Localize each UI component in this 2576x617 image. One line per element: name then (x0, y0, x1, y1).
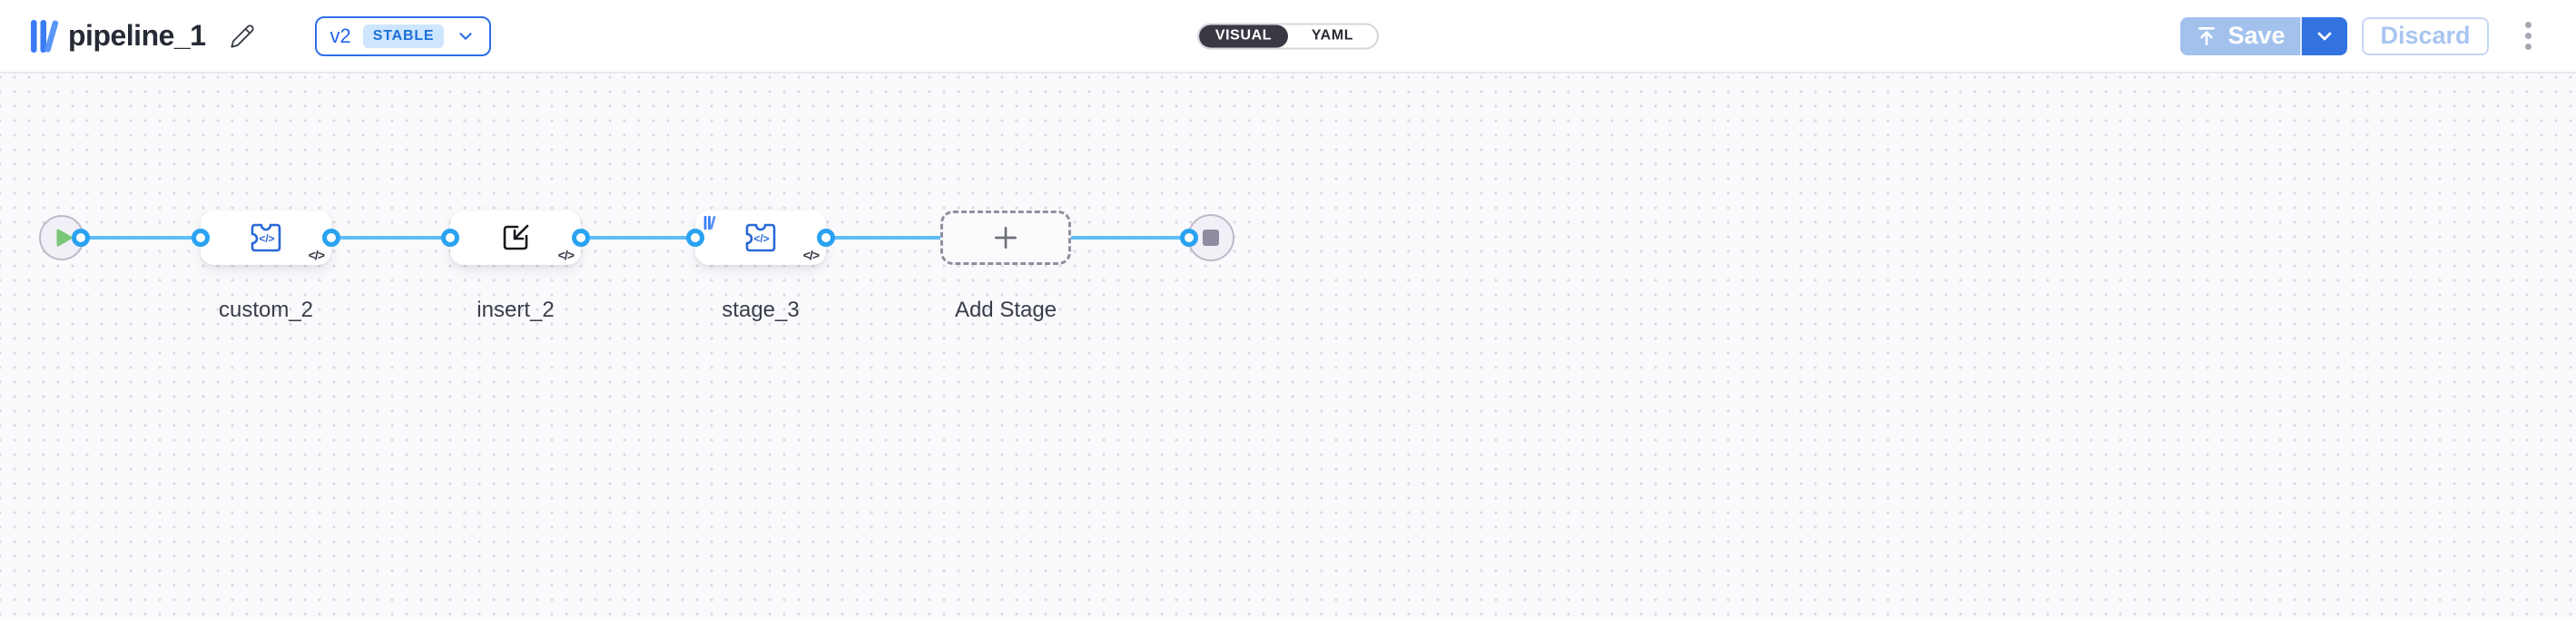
more-options-icon (2524, 22, 2532, 28)
edge-addstage-end[interactable] (1071, 236, 1189, 240)
play-icon (56, 229, 72, 247)
import-icon (503, 224, 529, 250)
node-label-add-stage: Add Stage (954, 298, 1057, 322)
tab-yaml[interactable]: YAML (1288, 24, 1377, 47)
port-start-out[interactable] (72, 229, 90, 247)
node-label-custom_2: custom_2 (218, 298, 314, 322)
add-stage-button[interactable] (940, 211, 1071, 265)
port-stage3-in[interactable] (686, 229, 704, 247)
code-badge: </> (308, 248, 325, 262)
pipeline-canvas[interactable]: </> </> </> </> </> (0, 73, 2576, 617)
tab-visual[interactable]: VISUAL (1199, 24, 1288, 47)
edge-stage3-addstage[interactable] (826, 236, 940, 240)
port-stage3-out[interactable] (817, 229, 835, 247)
version-status-badge: STABLE (362, 24, 445, 48)
save-button-label: Save (2227, 22, 2286, 49)
stop-icon (1203, 230, 1219, 246)
save-button[interactable]: Save (2180, 16, 2300, 55)
node-custom_2[interactable]: </> </> (201, 211, 331, 265)
edge-start-custom2[interactable] (81, 236, 201, 240)
discard-button[interactable]: Discard (2362, 16, 2489, 55)
edge-custom2-insert2[interactable] (331, 236, 450, 240)
svg-text:</>: </> (259, 232, 274, 245)
save-split-button: Save (2180, 16, 2347, 55)
more-options-button[interactable] (2512, 17, 2543, 55)
puzzle-code-icon: </> (251, 223, 281, 252)
page-title: pipeline_1 (68, 19, 206, 52)
upload-icon (2198, 26, 2216, 45)
chevron-down-icon (459, 32, 472, 40)
stage-logo-badge-icon (703, 215, 716, 230)
edge-insert2-stage3[interactable] (581, 236, 695, 240)
node-label-insert_2: insert_2 (477, 298, 555, 322)
svg-text:</>: </> (753, 232, 769, 245)
save-dropdown-button[interactable] (2300, 16, 2347, 55)
app-logo-icon (31, 19, 59, 53)
chevron-down-icon (2317, 32, 2332, 40)
version-label: v2 (329, 24, 351, 47)
port-insert2-out[interactable] (572, 229, 590, 247)
node-label-stage_3: stage_3 (722, 298, 800, 322)
plus-icon (995, 227, 1017, 249)
code-badge: </> (802, 248, 820, 262)
code-badge: </> (557, 248, 575, 262)
header-left: pipeline_1 v2 STABLE (0, 15, 492, 56)
version-selector[interactable]: v2 STABLE (314, 15, 492, 56)
port-custom2-in[interactable] (192, 229, 210, 247)
port-end-in[interactable] (1180, 229, 1198, 247)
edit-title-button[interactable] (228, 22, 257, 51)
header-actions: Save Discard (2180, 16, 2576, 55)
header-bar: pipeline_1 v2 STABLE VISUAL YAML (0, 0, 2576, 73)
port-insert2-in[interactable] (441, 229, 459, 247)
port-custom2-out[interactable] (322, 229, 340, 247)
pencil-icon (230, 24, 254, 48)
node-stage_3[interactable]: </> </> (695, 211, 826, 265)
puzzle-code-icon: </> (745, 223, 776, 252)
node-insert_2[interactable]: </> (450, 211, 581, 265)
view-toggle: VISUAL YAML (1197, 23, 1379, 49)
